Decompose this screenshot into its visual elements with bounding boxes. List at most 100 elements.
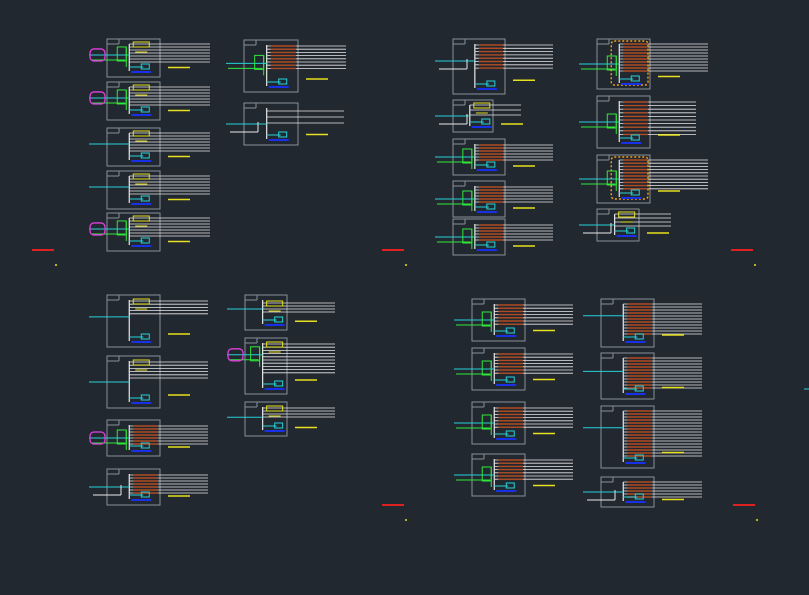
panel-block	[583, 476, 702, 508]
main-breaker-symbol	[606, 113, 617, 129]
meter-symbol	[505, 482, 515, 489]
panel-block	[227, 401, 335, 437]
panel-frame	[106, 170, 161, 210]
panel-block	[226, 39, 346, 93]
sheet-bottom-left	[89, 294, 407, 521]
contactor-symbol	[132, 215, 150, 222]
cloud-revision-mark	[227, 348, 244, 362]
sheet-point	[756, 519, 758, 521]
sheet-top-left	[32, 38, 407, 266]
panel-frame	[106, 81, 161, 121]
meter-symbol	[486, 80, 496, 87]
panel-block	[89, 38, 210, 78]
meter-symbol	[630, 75, 640, 82]
main-breaker-symbol	[462, 190, 473, 206]
panel-block	[583, 352, 702, 400]
main-breaker-symbol	[116, 429, 127, 445]
panel-block	[435, 218, 553, 256]
meter-symbol	[140, 106, 150, 113]
main-breaker-symbol	[481, 311, 492, 327]
main-breaker-symbol	[116, 220, 127, 236]
sheet-bottom-right	[454, 298, 758, 521]
meter-symbol	[634, 493, 644, 500]
meter-symbol	[634, 385, 644, 392]
panel-block	[89, 294, 208, 348]
meter-symbol	[274, 422, 284, 429]
meter-symbol	[481, 118, 491, 125]
meter-symbol	[505, 430, 515, 437]
contactor-symbol	[132, 130, 150, 137]
main-breaker-symbol	[481, 414, 492, 430]
meter-symbol	[274, 316, 284, 323]
meter-symbol	[634, 333, 644, 340]
sheet-point	[754, 264, 756, 266]
panel-block	[89, 81, 210, 121]
meter-symbol	[486, 203, 496, 210]
meter-symbol	[274, 380, 284, 387]
panel-frame	[244, 294, 288, 331]
panel-block	[579, 208, 671, 242]
sheet-point	[405, 264, 407, 266]
panel-block	[454, 298, 573, 342]
main-breaker-symbol	[481, 360, 492, 376]
meter-symbol	[626, 227, 636, 234]
meter-symbol	[505, 327, 515, 334]
meter-symbol	[278, 78, 288, 85]
meter-symbol	[140, 237, 150, 244]
panel-block	[579, 38, 708, 90]
contactor-symbol	[132, 359, 150, 366]
meter-symbol	[140, 152, 150, 159]
meter-symbol	[486, 161, 496, 168]
panel-frame	[452, 38, 506, 95]
sheet-top-right	[435, 38, 756, 266]
meter-symbol	[140, 333, 150, 340]
contactor-symbol	[132, 84, 150, 91]
main-breaker-symbol	[462, 228, 473, 244]
main-breaker-symbol	[254, 54, 265, 70]
panel-frame	[106, 212, 161, 252]
meter-symbol	[140, 195, 150, 202]
contactor-symbol	[266, 341, 284, 348]
cloud-revision-mark	[89, 431, 106, 445]
main-breaker-symbol	[116, 46, 127, 62]
panel-block	[89, 212, 210, 252]
main-breaker-symbol	[481, 466, 492, 482]
sheet-point	[405, 519, 407, 521]
panel-block	[583, 405, 702, 469]
meter-symbol	[140, 394, 150, 401]
meter-symbol	[505, 376, 515, 383]
meter-symbol	[630, 189, 640, 196]
panel-frame	[244, 401, 288, 437]
meter-symbol	[630, 134, 640, 141]
panel-frame	[106, 294, 161, 348]
panel-block	[579, 95, 696, 149]
panel-frame	[600, 405, 655, 469]
meter-symbol	[486, 241, 496, 248]
panel-frame	[106, 127, 161, 167]
contactor-symbol	[132, 298, 150, 305]
contactor-symbol	[266, 405, 284, 412]
meter-symbol	[140, 491, 150, 498]
meter-symbol	[140, 63, 150, 70]
panel-block	[435, 99, 523, 133]
panel-block	[454, 453, 573, 497]
meter-symbol	[140, 442, 150, 449]
panel-block	[89, 355, 208, 409]
panel-block	[583, 298, 702, 348]
meter-symbol	[634, 454, 644, 461]
cloud-revision-mark	[89, 222, 106, 236]
meter-symbol	[278, 131, 288, 138]
contactor-symbol	[132, 173, 150, 180]
panel-block	[435, 138, 553, 176]
panel-block	[227, 294, 335, 331]
panel-block	[454, 401, 573, 445]
panel-block	[89, 127, 210, 167]
panel-block	[89, 468, 208, 506]
sheet-point	[55, 264, 57, 266]
panel-block	[89, 419, 208, 457]
panel-block	[226, 102, 344, 146]
panel-block	[579, 154, 708, 204]
main-breaker-symbol	[116, 89, 127, 105]
